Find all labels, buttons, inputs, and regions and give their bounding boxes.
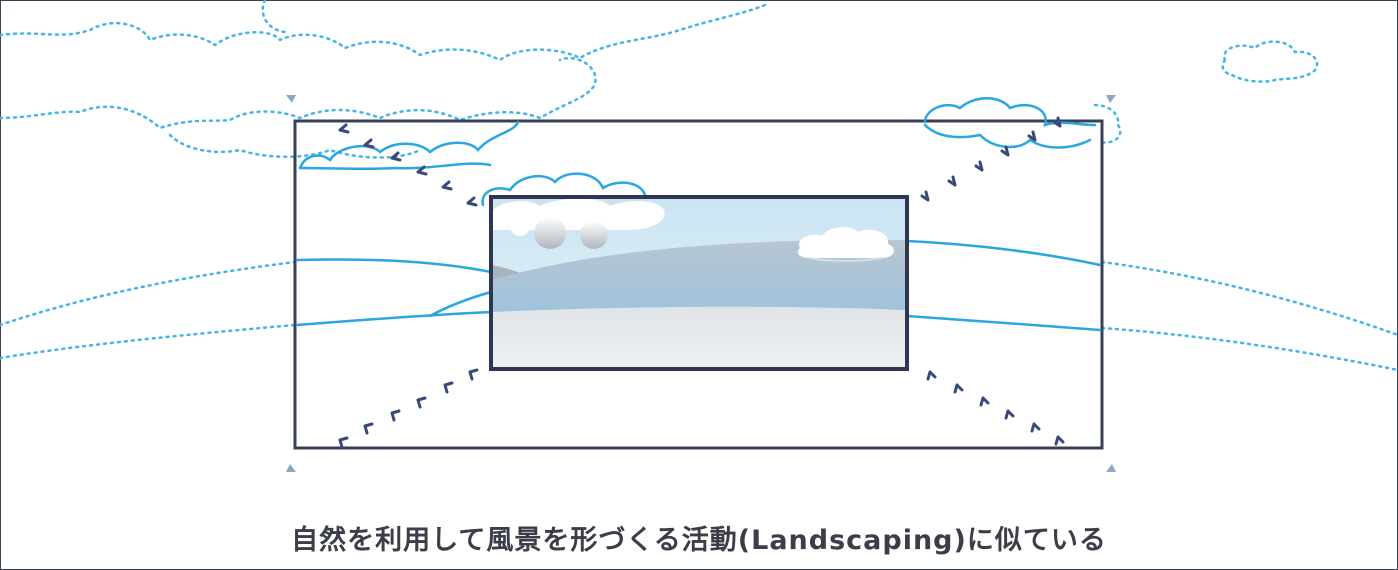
arrow-chevrons (338, 116, 1065, 449)
solid-hill-left-1 (295, 258, 493, 274)
dotted-cloud-right-corner (1093, 103, 1122, 144)
dotted-hill-right-1 (1100, 260, 1398, 337)
dotted-cloud-right-small (1221, 40, 1319, 83)
solid-hill-left-2 (295, 310, 493, 327)
dotted-clouds (0, 0, 1398, 372)
outer-frame (293, 119, 1104, 450)
cloud-icon (797, 227, 894, 262)
corner-arrows (286, 95, 1116, 472)
solid-cloud-left-lower (298, 162, 492, 171)
landscape-scene (489, 195, 909, 371)
dotted-hill-left-2 (0, 323, 297, 360)
solid-hill-right-2 (905, 314, 1102, 332)
cloud-icon (491, 198, 665, 249)
solid-cloud-right-lower (923, 123, 1092, 149)
ground (491, 306, 907, 369)
solid-hill-right-1 (905, 239, 1102, 267)
hill (491, 239, 907, 312)
dotted-cloud-top-puff (261, 0, 287, 34)
solid-hill-left-3 (428, 290, 493, 318)
solid-cloud-center (481, 172, 647, 207)
solid-outline-lines (295, 97, 1102, 332)
inner-frame (489, 195, 909, 371)
dotted-hill-right-2 (1100, 326, 1398, 372)
dotted-cloud-top (0, 3, 767, 62)
dotted-cloud-mid (0, 56, 597, 130)
solid-cloud-left (298, 120, 520, 170)
dotted-hill-left-1 (0, 260, 297, 327)
diagram-caption: 自然を利用して風景を形づくる活動(Landscaping)に似ている (291, 525, 1107, 556)
